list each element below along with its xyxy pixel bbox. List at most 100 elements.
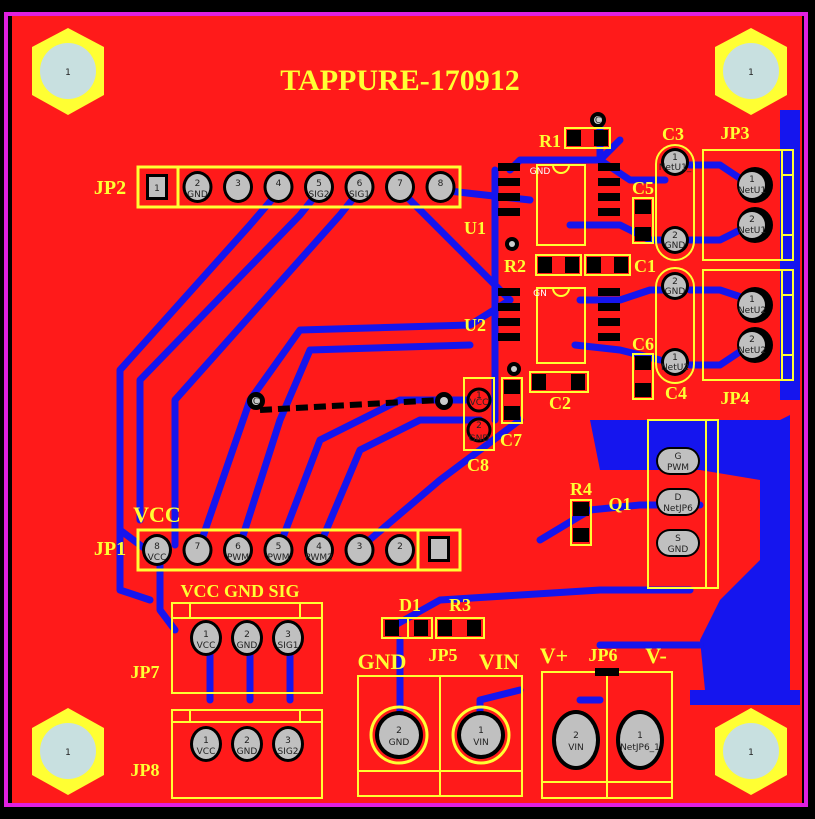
svg-text:1: 1 bbox=[65, 68, 71, 78]
svg-text:7: 7 bbox=[397, 179, 403, 189]
jp2-pin-3: 3 bbox=[223, 171, 253, 203]
svg-text:GND: GND bbox=[389, 738, 410, 748]
svg-text:PWM: PWM bbox=[667, 463, 689, 473]
label-r1: R1 bbox=[539, 131, 561, 151]
svg-text:2: 2 bbox=[749, 335, 755, 345]
svg-text:2: 2 bbox=[672, 231, 678, 241]
svg-text:2: 2 bbox=[195, 179, 201, 189]
capacitor-c1: C1 bbox=[584, 254, 656, 276]
svg-text:VCC: VCC bbox=[197, 641, 216, 651]
connector-jp4: JP4 1 NetU2 2 NetU2 bbox=[702, 269, 794, 408]
capacitor-c2: C2 bbox=[529, 371, 589, 413]
svg-text:6: 6 bbox=[235, 542, 241, 552]
svg-text:3: 3 bbox=[285, 736, 291, 746]
capacitor-c6: C6 bbox=[632, 334, 654, 400]
svg-text:1: 1 bbox=[476, 391, 482, 401]
label-r3: R3 bbox=[449, 595, 471, 615]
terminal-jp6: V+ JP6 V- 2 VIN 1 NetJP6_1 bbox=[540, 643, 673, 799]
ratsnest-line bbox=[259, 397, 441, 413]
svg-text:3: 3 bbox=[235, 179, 241, 189]
svg-text:SIG1: SIG1 bbox=[277, 641, 298, 651]
label-vminus: V- bbox=[645, 643, 667, 668]
ic-u1: U1 GND bbox=[464, 163, 620, 246]
label-jp1: JP1 bbox=[94, 538, 126, 560]
svg-text:GND: GND bbox=[237, 641, 258, 651]
svg-text:8: 8 bbox=[438, 179, 444, 189]
label-vplus: V+ bbox=[540, 643, 568, 668]
label-jp6: JP6 bbox=[589, 645, 618, 665]
capacitor-c7: C7 bbox=[500, 377, 523, 450]
svg-text:1: 1 bbox=[672, 353, 678, 363]
label-c3: C3 bbox=[662, 124, 684, 144]
svg-text:NetU1: NetU1 bbox=[738, 226, 766, 236]
svg-text:GND: GND bbox=[237, 747, 258, 757]
label-c5: C5 bbox=[632, 178, 654, 198]
capacitor-c4: C4 2 GND 1 NetU2 bbox=[655, 267, 695, 403]
svg-text:1: 1 bbox=[154, 184, 160, 194]
svg-text:PWM: PWM bbox=[267, 553, 289, 563]
label-jp4: JP4 bbox=[721, 388, 750, 408]
svg-text:C: C bbox=[253, 397, 259, 407]
mount-hole-br: 1 bbox=[715, 708, 787, 795]
svg-text:NetU2: NetU2 bbox=[661, 363, 689, 373]
jp2-pin-1 bbox=[149, 177, 165, 197]
label-c1: C1 bbox=[634, 256, 656, 276]
svg-text:2: 2 bbox=[476, 421, 482, 431]
svg-text:4: 4 bbox=[276, 179, 282, 189]
resistor-r1: R1 bbox=[539, 127, 611, 151]
svg-text:4: 4 bbox=[316, 542, 322, 552]
svg-text:GND: GND bbox=[187, 190, 208, 200]
svg-text:VCC: VCC bbox=[470, 398, 489, 408]
capacitor-c3: C3 1 NetU1_ 2 GND bbox=[655, 124, 695, 261]
mount-hole-bl: 1 bbox=[32, 708, 104, 795]
svg-text:1: 1 bbox=[65, 748, 71, 758]
svg-text:GND: GND bbox=[530, 167, 551, 177]
svg-text:VIN: VIN bbox=[473, 738, 489, 748]
capacitor-c8: 1 VCC 2 GND C8 bbox=[463, 377, 495, 475]
label-vin: VIN bbox=[479, 649, 519, 674]
svg-text:NetU2: NetU2 bbox=[738, 346, 766, 356]
label-vcc: VCC bbox=[133, 502, 181, 527]
svg-text:NetU1: NetU1 bbox=[738, 186, 766, 196]
label-jp2: JP2 bbox=[94, 177, 126, 199]
svg-text:VIN: VIN bbox=[568, 743, 584, 753]
label-c7: C7 bbox=[500, 430, 522, 450]
label-d1: D1 bbox=[399, 595, 421, 615]
label-u1: U1 bbox=[464, 218, 486, 238]
svg-text:1: 1 bbox=[637, 731, 643, 741]
svg-text:SIG2: SIG2 bbox=[277, 747, 298, 757]
svg-text:1: 1 bbox=[478, 726, 484, 736]
svg-text:S: S bbox=[675, 534, 681, 544]
svg-text:GN: GN bbox=[533, 289, 547, 299]
label-c2: C2 bbox=[549, 393, 571, 413]
svg-text:NetU2: NetU2 bbox=[738, 306, 766, 316]
board-title: TAPPURE-170912 bbox=[280, 64, 519, 97]
capacitor-c5: C5 bbox=[632, 178, 654, 244]
ic-u2: U2 GN bbox=[464, 287, 620, 364]
label-c8: C8 bbox=[467, 455, 489, 475]
jp1-pin-7: 7 bbox=[182, 534, 213, 566]
svg-text:2: 2 bbox=[749, 215, 755, 225]
diode-d1: D1 bbox=[381, 595, 433, 639]
svg-text:D: D bbox=[675, 493, 682, 503]
jp2-pin-8: 8 bbox=[425, 171, 456, 203]
label-jp8: JP8 bbox=[131, 760, 160, 780]
svg-text:1: 1 bbox=[672, 153, 678, 163]
svg-text:VCC: VCC bbox=[197, 747, 216, 757]
svg-text:PWM: PWM bbox=[227, 553, 249, 563]
svg-text:NetJP6_1: NetJP6_1 bbox=[620, 743, 660, 753]
jp1-pin-1 bbox=[431, 539, 447, 559]
label-c4: C4 bbox=[665, 383, 687, 403]
label-r4: R4 bbox=[570, 479, 592, 499]
resistor-r3: R3 bbox=[435, 595, 485, 639]
